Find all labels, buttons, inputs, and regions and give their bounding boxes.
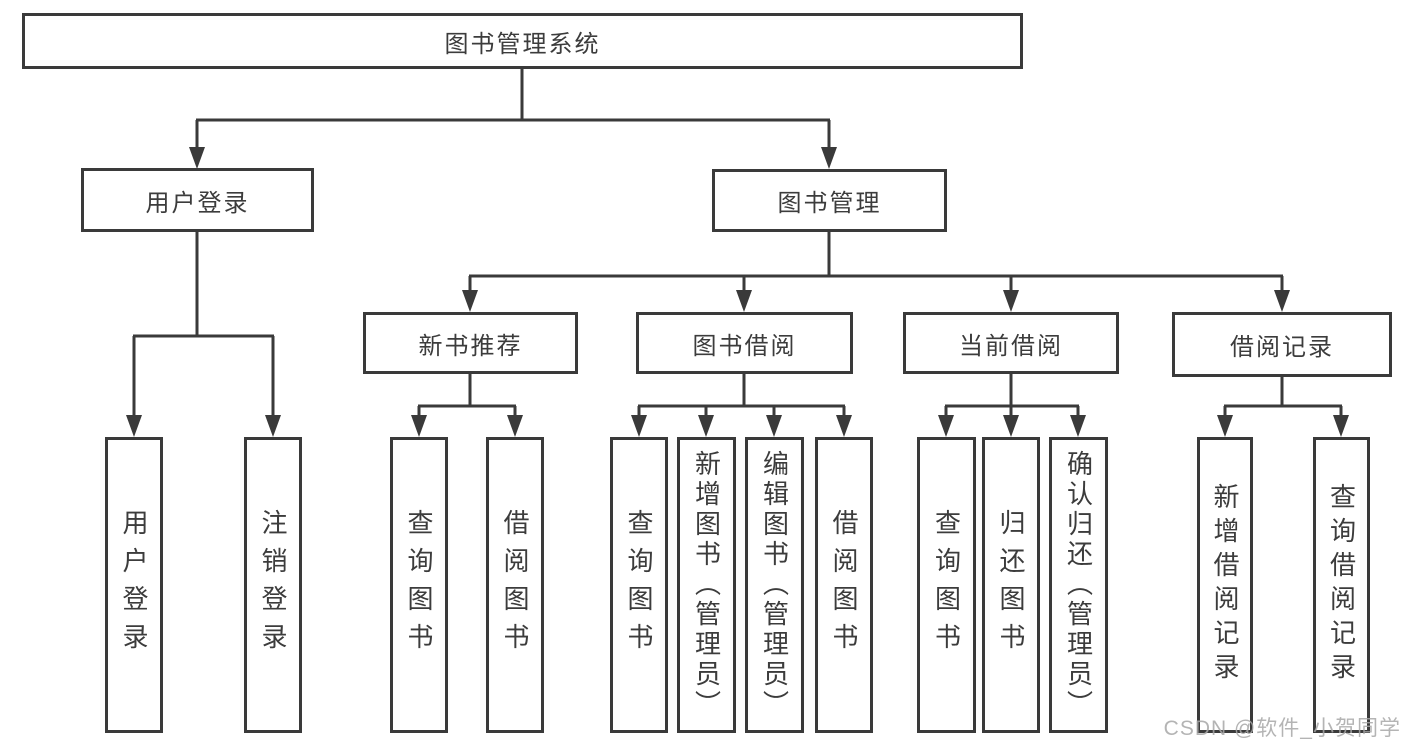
node-label: 借阅图书 — [500, 509, 530, 661]
node-label: 借阅记录 — [1230, 334, 1334, 361]
node-library-management-system: 图书管理系统 — [22, 13, 1023, 69]
node-label: 归还图书 — [996, 509, 1026, 661]
leaf-logout: 注销登录 — [244, 437, 302, 733]
node-label: 注销登录 — [258, 509, 288, 661]
node-current-borrowing: 当前借阅 — [903, 312, 1119, 374]
leaf-borrow-books-recommend: 借阅图书 — [486, 437, 544, 733]
csdn-watermark: CSDN @软件_小贺同学 — [1163, 717, 1401, 740]
node-book-borrowing: 图书借阅 — [636, 312, 853, 374]
node-label: 新增借阅记录 — [1210, 483, 1240, 687]
node-label: 查询图书 — [931, 509, 962, 661]
node-label: 图书管理 — [777, 190, 882, 217]
node-label: 当前借阅 — [959, 332, 1063, 360]
node-label: 图书借阅 — [692, 332, 797, 360]
leaf-query-books-borrowing: 查询图书 — [610, 437, 668, 733]
node-label: 查询图书 — [624, 509, 654, 661]
node-label: 确认归还（管理员） — [1063, 450, 1094, 720]
leaf-query-books-recommend: 查询图书 — [390, 437, 448, 733]
node-label: 新书推荐 — [418, 332, 523, 360]
leaf-add-borrow-record: 新增借阅记录 — [1197, 437, 1253, 733]
node-label: 编辑图书（管理员） — [759, 450, 790, 720]
leaf-query-books-current: 查询图书 — [917, 437, 976, 733]
node-borrowing-records: 借阅记录 — [1172, 312, 1392, 377]
leaf-add-books-admin: 新增图书（管理员） — [677, 437, 736, 733]
leaf-borrow-books: 借阅图书 — [815, 437, 873, 733]
node-label: 借阅图书 — [829, 509, 859, 661]
node-label: 用户登录 — [119, 509, 149, 661]
leaf-return-books: 归还图书 — [982, 437, 1040, 733]
node-label: 图书管理系统 — [444, 30, 601, 58]
arrowhead-icons — [126, 147, 1349, 437]
node-label: 查询图书 — [404, 509, 434, 661]
node-label: 查询借阅记录 — [1326, 483, 1357, 687]
node-label: 新增图书（管理员） — [691, 450, 722, 720]
leaf-edit-books-admin: 编辑图书（管理员） — [745, 437, 804, 733]
node-user-login: 用户登录 — [81, 168, 314, 232]
leaf-confirm-return-admin: 确认归还（管理员） — [1049, 437, 1108, 733]
tree-branch-lines — [132, 69, 1343, 418]
leaf-user-login: 用户登录 — [105, 437, 163, 733]
leaf-query-borrow-record: 查询借阅记录 — [1313, 437, 1370, 733]
node-label: 用户登录 — [145, 189, 250, 217]
node-book-management: 图书管理 — [712, 169, 947, 232]
node-new-book-recommendation: 新书推荐 — [363, 312, 578, 374]
